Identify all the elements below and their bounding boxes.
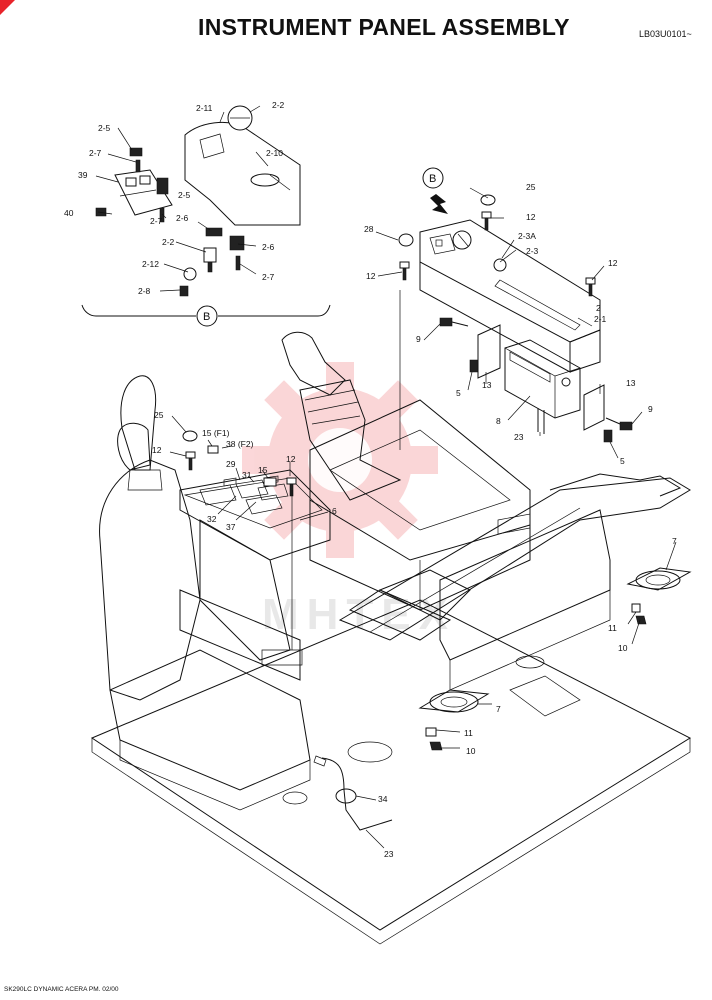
callout-2-5a: 2-5 <box>98 123 111 133</box>
bracket-right <box>583 384 605 431</box>
screw-12-console-b <box>286 477 297 497</box>
callout-2-2b: 2-2 <box>162 237 175 247</box>
callout-2-6a: 2-6 <box>176 213 189 223</box>
callout-12d: 12 <box>152 445 162 455</box>
callout-23b: 23 <box>384 849 394 859</box>
screw-12-right <box>585 277 596 297</box>
callout-10a: 10 <box>618 643 628 653</box>
screw-12-top <box>481 211 492 231</box>
speaker-left <box>418 689 490 751</box>
callout-12e: 12 <box>286 454 296 464</box>
callout-9a: 9 <box>416 334 421 344</box>
screw-12-left <box>399 261 410 281</box>
callout-2-8: 2-8 <box>138 286 151 296</box>
callout-7a: 7 <box>672 536 677 546</box>
cable-grommet <box>313 755 393 831</box>
callout-23a: 23 <box>514 432 524 442</box>
callout-11a: 11 <box>608 623 617 633</box>
view-b-marker-top <box>422 167 448 214</box>
callout-40: 40 <box>64 208 74 218</box>
knob-25-console <box>182 430 198 442</box>
callout-2-10: 2-10 <box>266 148 283 158</box>
callout-13b: 13 <box>626 378 636 388</box>
instrument-panel-top <box>419 219 601 373</box>
callout-12b: 12 <box>366 271 376 281</box>
floor-plate <box>90 599 692 945</box>
bolt-9-right <box>605 417 633 431</box>
callout-8: 8 <box>496 416 501 426</box>
detail-view-b <box>95 105 301 297</box>
callout-2-7b: 2-7 <box>150 216 163 226</box>
callout-2-1: 2-1 <box>594 314 607 324</box>
callout-2: 2 <box>596 303 601 313</box>
callout-7b: 7 <box>496 704 501 714</box>
callout-37: 37 <box>226 522 236 532</box>
callout-29: 29 <box>226 459 236 469</box>
left-console <box>179 469 331 666</box>
callout-2-3: 2-3 <box>526 246 539 256</box>
fuse-15-f1 <box>207 445 219 454</box>
callout-12a: 12 <box>526 212 536 222</box>
callout-11b: 11 <box>464 728 473 738</box>
callout-15f1: 15 (F1) <box>202 428 230 438</box>
callout-2-3a: 2-3A <box>518 231 536 241</box>
callout-25a: 25 <box>526 182 536 192</box>
callout-31: 31 <box>242 470 252 480</box>
part-callouts: 2-11 2-2 2-5 2-7 2-10 39 2-5 40 2-7 2-6 … <box>64 100 677 859</box>
footer-note: SK290LC DYNAMIC ACERA PM. 02/00 <box>4 986 119 993</box>
leader-lines <box>95 105 677 849</box>
speaker-right <box>626 567 692 625</box>
callout-34: 34 <box>378 794 388 804</box>
radio-unit <box>504 339 581 434</box>
callout-10b: 10 <box>466 746 476 756</box>
callout-13a: 13 <box>482 380 492 390</box>
knob-28 <box>398 233 414 247</box>
callout-2-7c: 2-7 <box>262 272 275 282</box>
support-rails <box>338 473 691 691</box>
callout-15: 15 <box>258 465 268 475</box>
watermark-text: MHTEX <box>262 590 456 639</box>
callout-38f2: 38 (F2) <box>226 439 254 449</box>
screw-5-right <box>603 429 613 443</box>
callout-6: 6 <box>332 506 337 516</box>
callout-2-2a: 2-2 <box>272 100 285 110</box>
page-title: INSTRUMENT PANEL ASSEMBLY <box>198 14 570 40</box>
callout-25b: 25 <box>154 410 164 420</box>
callout-32: 32 <box>207 514 217 524</box>
right-joystick <box>281 331 402 501</box>
callout-5a: 5 <box>456 388 461 398</box>
screw-12-console-a <box>185 451 196 471</box>
callout-2-12: 2-12 <box>142 259 159 269</box>
callout-5b: 5 <box>620 456 625 466</box>
knob-25-top <box>480 194 496 206</box>
callout-39: 39 <box>78 170 88 180</box>
watermark-gear-logo <box>242 362 438 558</box>
bracket-left <box>477 324 501 379</box>
screw-5-left <box>469 359 479 373</box>
callout-2-11: 2-11 <box>196 103 213 113</box>
corner-tab-mark <box>0 0 15 15</box>
callout-2-7a: 2-7 <box>89 148 102 158</box>
left-joystick <box>120 375 163 491</box>
part-code: LB03U0101~ <box>639 29 692 39</box>
callout-28: 28 <box>364 224 374 234</box>
callout-2-5b: 2-5 <box>178 190 191 200</box>
fuse-15 <box>263 477 277 487</box>
view-b-letter-top: B <box>429 173 436 185</box>
detail-frame <box>81 304 331 327</box>
callout-2-6b: 2-6 <box>262 242 275 252</box>
view-b-letter-detail: B <box>203 311 210 323</box>
callout-12c: 12 <box>608 258 618 268</box>
callout-9b: 9 <box>648 404 653 414</box>
bolt-9-left <box>439 317 469 327</box>
